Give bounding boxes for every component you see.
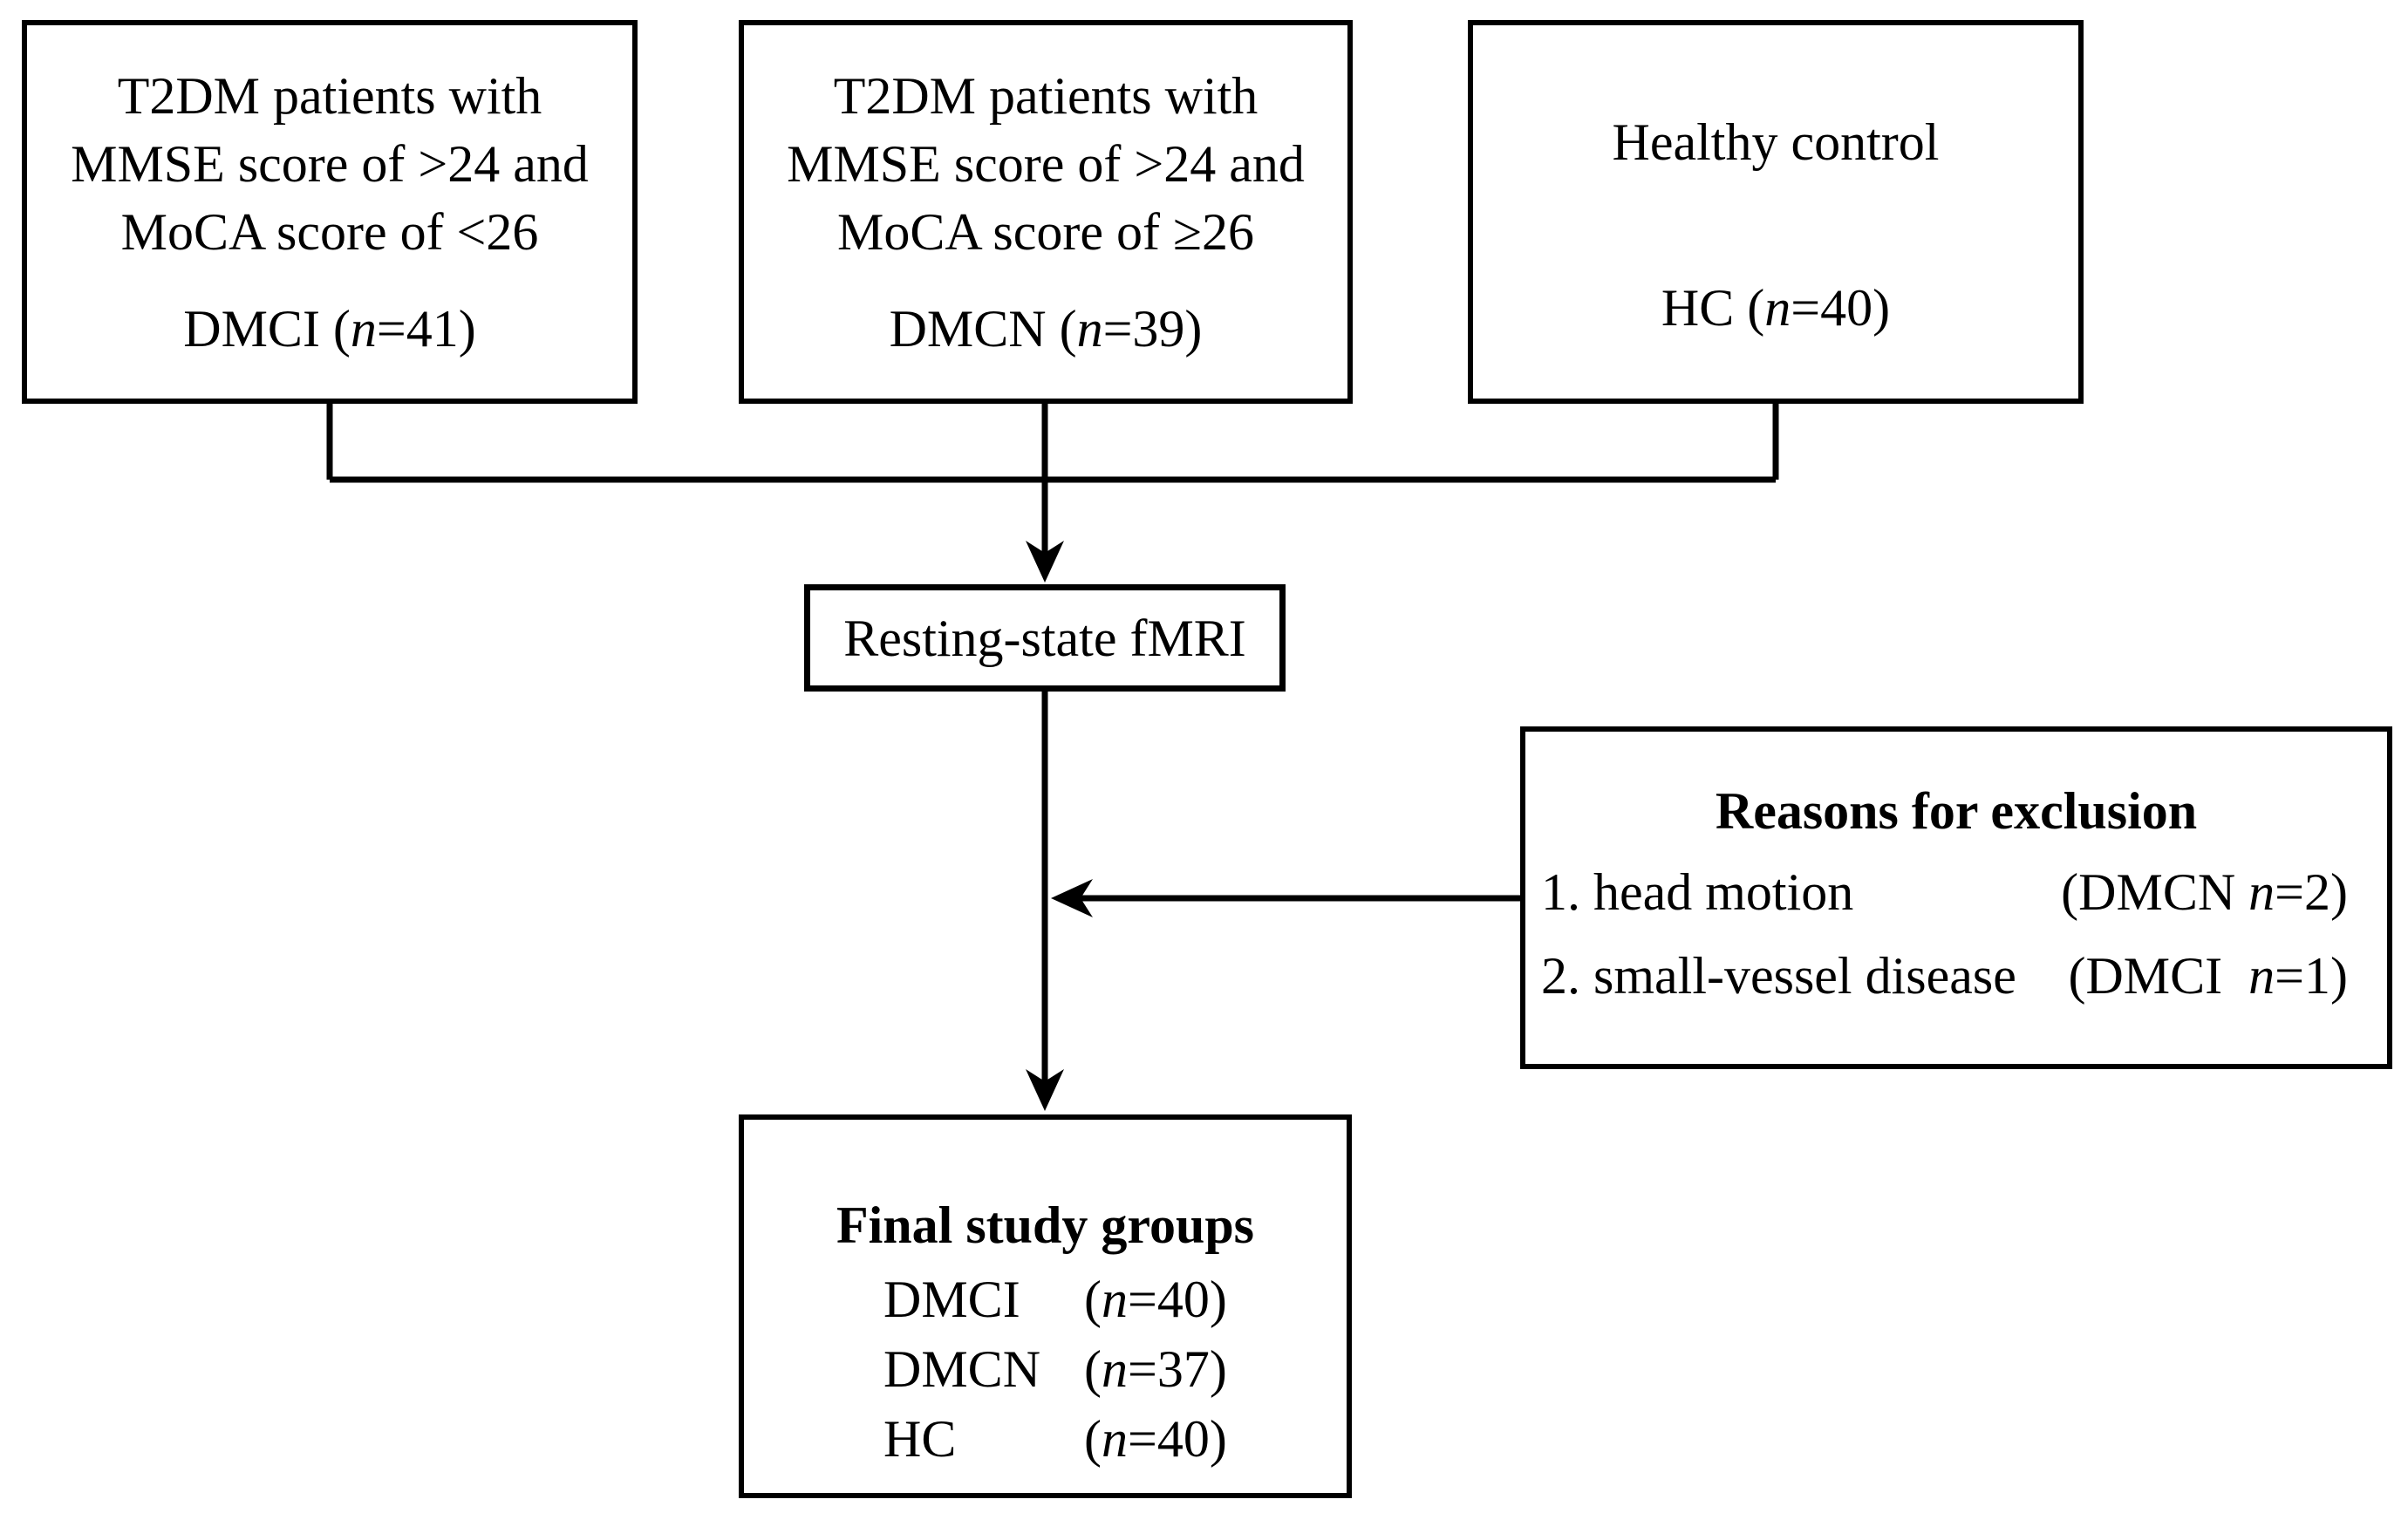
fmri-label: Resting-state fMRI: [843, 609, 1246, 667]
exclusion-list: 1. head motion (DMCN n=2) 2. small-vesse…: [1525, 850, 2387, 1018]
final-group-count: (n=40): [1084, 1410, 1227, 1468]
final-row-dmcn: DMCN (n=37): [883, 1334, 1347, 1404]
final-title: Final study groups: [836, 1196, 1255, 1254]
exclusion-item: 2. small-vessel disease (DMCI n=1): [1541, 934, 2348, 1018]
box-healthy-control: Healthy control HC (n=40): [1468, 20, 2084, 404]
final-group-name: DMCN: [883, 1340, 1041, 1398]
hc-group-label: HC (n=40): [1661, 279, 1891, 337]
final-row-dmci: DMCI (n=40): [883, 1264, 1347, 1334]
exclusion-reason: 1. head motion: [1541, 863, 1854, 921]
arrowhead-left-exclusion-icon: [1051, 879, 1093, 917]
box-resting-state-fmri: Resting-state fMRI: [804, 584, 1286, 692]
box-reasons-for-exclusion: Reasons for exclusion 1. head motion (DM…: [1520, 726, 2392, 1069]
box-dmcn-recruitment: T2DM patients with MMSE score of >24 and…: [739, 20, 1353, 404]
arrowhead-down-final-icon: [1026, 1069, 1064, 1111]
dmcn-criteria-line: MoCA score of ≥26: [837, 203, 1254, 261]
dmcn-criteria-line: T2DM patients with: [833, 67, 1259, 125]
final-group-name: DMCI: [883, 1271, 1020, 1328]
arrowhead-down-fmri-icon: [1026, 541, 1064, 583]
exclusion-detail: (DMCI n=1): [2068, 947, 2349, 1005]
final-row-hc: HC (n=40): [883, 1404, 1347, 1474]
final-group-count: (n=37): [1084, 1340, 1227, 1398]
exclusion-reason: 2. small-vessel disease: [1541, 947, 2016, 1005]
dmcn-group-label: DMCN (n=39): [889, 300, 1203, 358]
final-group-count: (n=40): [1084, 1271, 1227, 1328]
dmci-group-label: DMCI (n=41): [183, 300, 476, 358]
dmci-criteria-line: MMSE score of >24 and: [71, 135, 589, 193]
final-rows: DMCI (n=40) DMCN (n=37) HC (n=40): [744, 1264, 1347, 1474]
dmci-criteria-line: MoCA score of <26: [120, 203, 539, 261]
exclusion-title: Reasons for exclusion: [1715, 782, 2198, 840]
box-dmci-recruitment: T2DM patients with MMSE score of >24 and…: [22, 20, 638, 404]
dmcn-criteria-line: MMSE score of >24 and: [787, 135, 1305, 193]
box-final-study-groups: Final study groups DMCI (n=40) DMCN (n=3…: [739, 1114, 1352, 1498]
dmci-criteria-line: T2DM patients with: [117, 67, 542, 125]
exclusion-detail: (DMCN n=2): [2061, 863, 2348, 921]
final-group-name: HC: [883, 1410, 957, 1468]
exclusion-item: 1. head motion (DMCN n=2): [1541, 850, 2348, 934]
hc-title: Healthy control: [1612, 113, 1940, 171]
